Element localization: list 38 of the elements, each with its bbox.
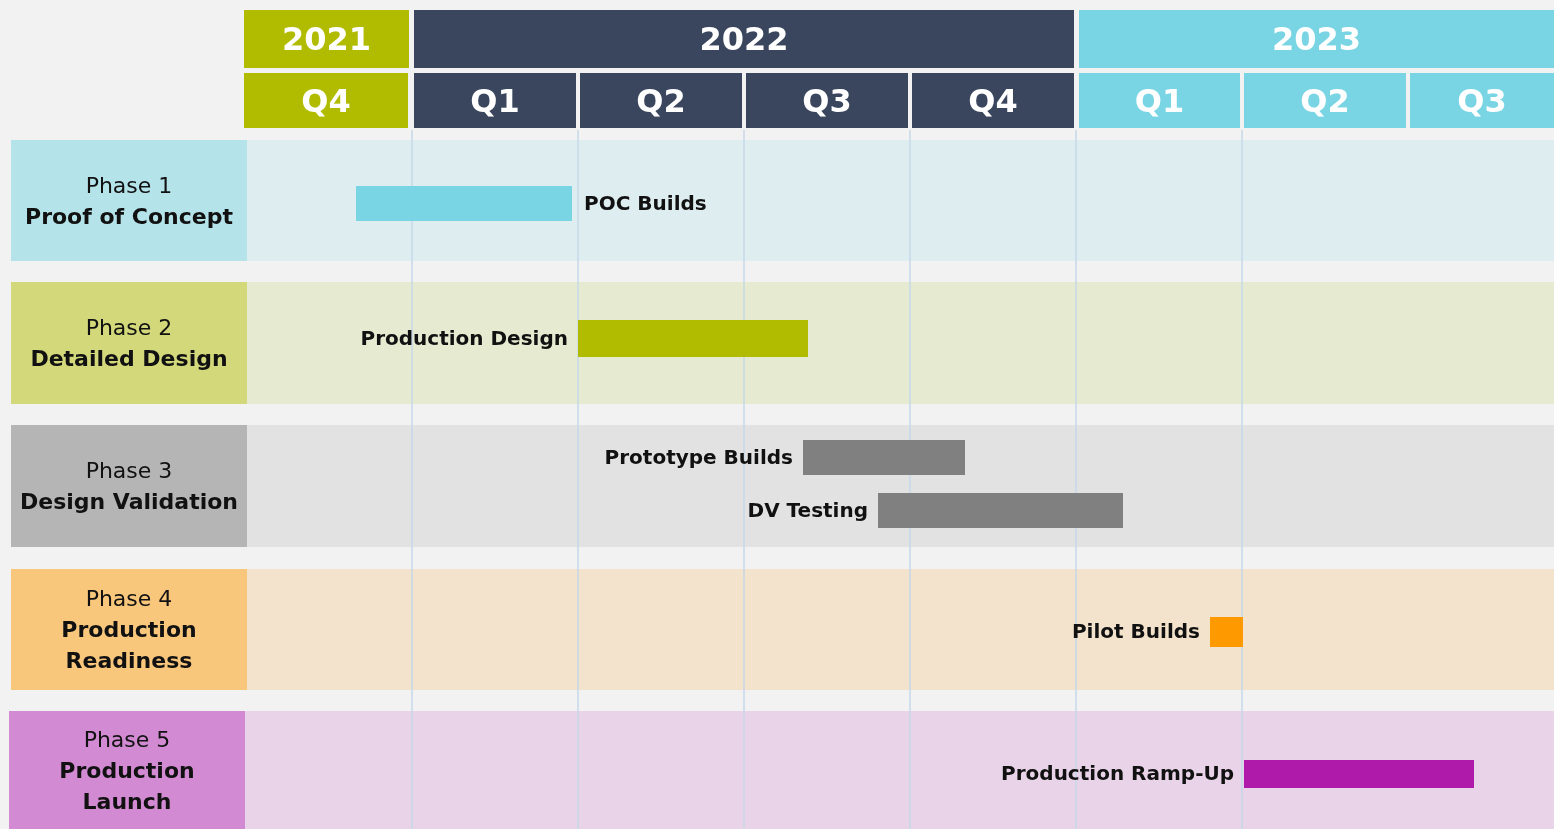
task-label: POC Builds xyxy=(584,190,707,215)
task-label: Production Ramp-Up xyxy=(1001,761,1234,785)
phase-number: Phase 1 xyxy=(85,171,173,200)
phase-title: Production Launch xyxy=(58,756,196,816)
phase-box xyxy=(11,425,247,547)
task-bar xyxy=(1244,760,1474,788)
quarter-header: Q3 xyxy=(746,73,908,128)
task-label: DV Testing xyxy=(747,497,868,522)
phase-number: Phase 3 xyxy=(85,457,173,485)
year-header: 2021 xyxy=(244,10,409,68)
phase-title: Production Readiness xyxy=(60,616,198,675)
task-bar xyxy=(878,493,1123,528)
task-bar xyxy=(356,186,572,221)
phase-title: Proof of Concept xyxy=(24,202,234,231)
phase-box xyxy=(9,711,245,829)
phase-box xyxy=(11,569,247,690)
task-label: Production Design xyxy=(360,325,568,350)
task-bar xyxy=(1210,617,1243,647)
task-bar xyxy=(578,320,808,357)
task-label: Pilot Builds xyxy=(1071,619,1200,643)
phase-title: Design Validation xyxy=(18,488,240,516)
phase-number: Phase 5 xyxy=(83,725,171,754)
phase-box xyxy=(11,282,247,404)
quarter-header: Q3 xyxy=(1410,73,1554,128)
quarter-header: Q4 xyxy=(912,73,1074,128)
phase-number: Phase 2 xyxy=(85,314,173,342)
task-bar xyxy=(803,440,965,475)
phase-box xyxy=(11,140,247,261)
phase-number: Phase 4 xyxy=(85,585,173,613)
phase-title: Detailed Design xyxy=(29,345,229,373)
quarter-header: Q2 xyxy=(1244,73,1406,128)
quarter-header: Q1 xyxy=(414,73,576,128)
year-header: 2023 xyxy=(1079,10,1554,68)
quarter-header: Q1 xyxy=(1079,73,1240,128)
task-label: Prototype Builds xyxy=(604,444,793,469)
quarter-header: Q4 xyxy=(244,73,408,128)
year-header: 2022 xyxy=(414,10,1074,68)
quarter-header: Q2 xyxy=(580,73,742,128)
